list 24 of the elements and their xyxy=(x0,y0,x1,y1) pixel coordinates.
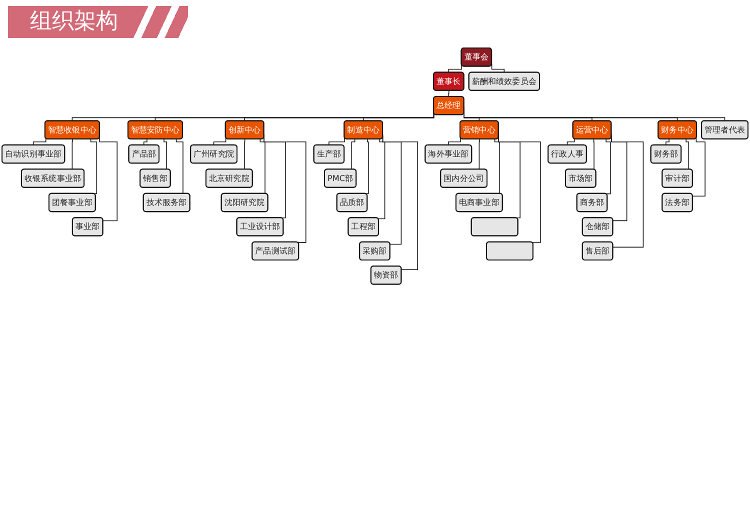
connector xyxy=(164,138,167,170)
connector xyxy=(364,138,369,194)
connector xyxy=(566,138,575,146)
connector xyxy=(686,138,690,170)
connector xyxy=(32,138,46,146)
connector xyxy=(448,90,450,98)
connector xyxy=(348,138,356,170)
connector xyxy=(213,137,226,146)
connector xyxy=(590,138,594,170)
connector xyxy=(605,138,611,194)
connector xyxy=(176,138,184,194)
connector xyxy=(260,138,266,194)
connector xyxy=(143,138,148,146)
connector xyxy=(666,138,670,146)
connector xyxy=(692,138,706,197)
connector xyxy=(328,136,345,146)
connector xyxy=(448,137,461,146)
connector xyxy=(99,136,118,222)
connector xyxy=(90,138,98,194)
connector xyxy=(378,138,386,220)
connector xyxy=(491,64,505,73)
connector xyxy=(448,64,462,73)
connector xyxy=(494,138,500,194)
title-banner: 组织架构 xyxy=(8,6,188,38)
